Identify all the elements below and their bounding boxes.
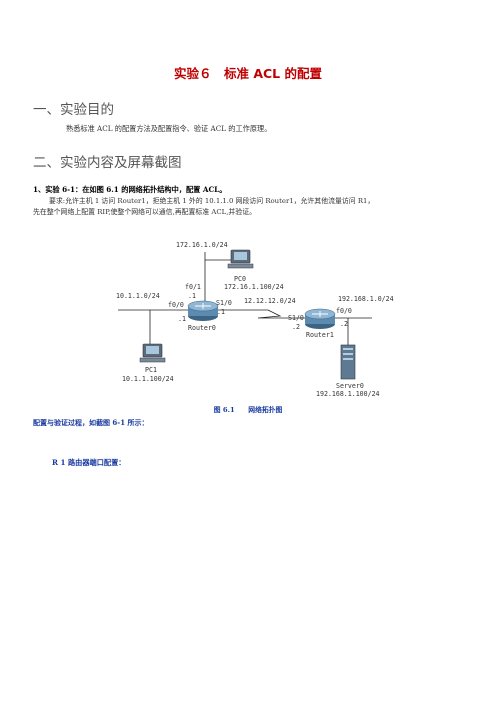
label-r0-f00-addr: .1: [178, 315, 186, 323]
label-net-pc0: 172.16.1.0/24: [176, 241, 228, 249]
experiment-title: 1、实验 6-1：在如图 6.1 的网络拓扑结构中，配置 ACL。: [33, 185, 227, 194]
router0-icon[interactable]: [187, 300, 219, 321]
label-r0-s10: S1/0: [216, 299, 232, 307]
label-router0: Router0: [188, 324, 216, 332]
r1-port-config-heading: R 1 路由器端口配置：: [52, 458, 126, 467]
pc0-icon[interactable]: [227, 249, 254, 269]
label-net-serial: 12.12.12.0/24: [244, 297, 296, 305]
config-intro: 配置与验证过程，如截图 6-1 所示：: [33, 418, 149, 427]
label-r1-s10: S1/0: [288, 314, 304, 322]
pc1-icon[interactable]: [139, 343, 166, 363]
label-r0-f01-addr: .1: [188, 292, 196, 300]
link-serial-zigzag: [257, 309, 310, 319]
label-r1-s10-addr: .2: [292, 323, 300, 331]
network-topology-diagram: 172.16.1.0/24 PC0 172.16.1.100/24 f0/1 .…: [116, 241, 394, 398]
label-pc0-ip: 172.16.1.100/24: [224, 283, 284, 291]
purpose-text: 熟悉标准 ACL 的配置方法及配置指令、验证 ACL 的工作原理。: [66, 124, 272, 133]
label-pc0-name: PC0: [234, 275, 246, 283]
section-heading-content: 二、实验内容及屏幕截图: [33, 155, 182, 171]
label-r0-f00: f0/0: [168, 301, 184, 309]
requirement-line-2: 先在整个网络上配置 RIP,使整个网络可以通信,再配置标准 ACL,并验证。: [33, 208, 256, 216]
label-router1: Router1: [306, 331, 334, 339]
section-heading-purpose: 一、实验目的: [33, 102, 114, 118]
requirement-line-1: 要求:允许主机 1 访问 Router1，拒绝主机 1 外的 10.1.1.0 …: [49, 197, 375, 205]
router1-icon[interactable]: [304, 308, 336, 329]
label-r0-s10-addr: .1: [217, 308, 225, 316]
figure-caption: 图 6.1 网络拓扑图: [213, 406, 283, 414]
label-net-right: 192.168.1.0/24: [338, 295, 394, 303]
server0-icon[interactable]: [340, 344, 356, 380]
label-r1-f00: f0/0: [336, 307, 352, 315]
label-pc1-name: PC1: [145, 366, 157, 374]
label-r0-f01: f0/1: [185, 283, 201, 291]
page-title: 实验６ 标准 ACL 的配置: [173, 66, 323, 81]
label-net-left: 10.1.1.0/24: [116, 292, 160, 300]
label-pc1-ip: 10.1.1.100/24: [122, 375, 174, 383]
label-server-ip: 192.168.1.100/24: [316, 390, 380, 398]
label-server-name: Server0: [336, 382, 364, 390]
label-r1-f00-addr: .2: [340, 320, 348, 328]
